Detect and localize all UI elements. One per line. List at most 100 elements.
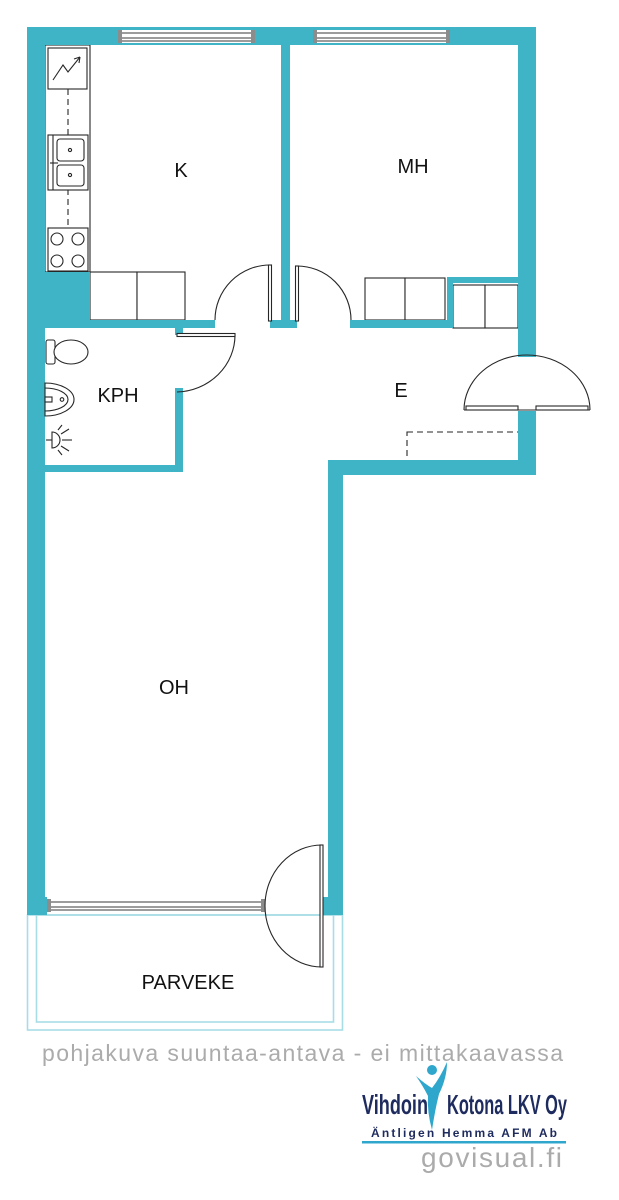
toilet-bowl: [53, 339, 89, 365]
window-bedroom-cap: [313, 30, 317, 43]
wall-right-upper: [518, 27, 536, 357]
wall-kitchen-bedroom: [281, 45, 290, 328]
sink-drain-upper: [67, 147, 73, 153]
door-bedroom-arc: [296, 265, 352, 321]
room-label-oh: OH: [159, 677, 189, 699]
stove-burner: [50, 254, 64, 268]
wall-bathroom-right: [175, 388, 183, 472]
electrical-panel-arrow: [73, 56, 81, 64]
door-kitchen-leaf: [267, 264, 273, 322]
stove-body: [47, 227, 89, 272]
shower-spray: [60, 428, 70, 435]
window-kitchen-cap: [118, 30, 122, 43]
door-swing-icon: [176, 332, 236, 393]
logo-underline: [362, 1141, 566, 1144]
door-entrance-arc: [463, 354, 591, 411]
stove-icon: [47, 227, 89, 272]
door-bathroom-arc: [176, 334, 236, 393]
electrical-panel-icon: [47, 47, 88, 90]
door-entrance-leaf: [465, 405, 519, 411]
wall-hall-bottom: [328, 460, 536, 475]
door-bedroom-leaf: [294, 265, 300, 322]
hall-wardrobes: [452, 284, 519, 329]
washbasin-icon: [44, 382, 75, 417]
window-living-cap: [47, 899, 51, 912]
shower-spray: [57, 424, 63, 431]
door-kitchen-arc: [214, 264, 271, 321]
shower-head: [51, 431, 61, 449]
sink-drain-lower: [67, 172, 73, 178]
hall-shelf-outline: [406, 431, 520, 463]
wardrobe-icon: [484, 284, 519, 329]
kitchen-lower-cabinets: [89, 271, 186, 321]
logo-figure-body: [416, 1062, 447, 1130]
door-bathroom-leaf: [176, 332, 236, 338]
sink-basin-lower: [56, 164, 85, 187]
wardrobe-icon: [364, 277, 406, 321]
door-swing-icon: [463, 354, 591, 411]
kitchen-sink-icon: [47, 134, 89, 191]
person-logo-icon: [416, 1062, 447, 1130]
logo-word-right: Kotona LKV Oy: [447, 1089, 567, 1120]
wall-door-jamb: [270, 320, 297, 328]
room-label-parveke: PARVEKE: [142, 972, 235, 994]
balcony-outline: [26, 914, 344, 1031]
wall-wardrobe-top: [447, 277, 518, 283]
company-logo: Vihdoin Kotona LKV Oy Äntligen Hemma AFM…: [362, 1062, 567, 1144]
door-entrance-leaf: [535, 405, 589, 411]
wall-right-lower: [518, 411, 536, 475]
sink-basin-upper: [56, 138, 85, 162]
door-swing-icon: [214, 264, 273, 322]
room-label-mh: MH: [397, 156, 428, 178]
logo-word-left: Vihdoin: [362, 1089, 428, 1120]
window-icon: [118, 30, 255, 43]
stove-burner: [71, 232, 85, 246]
electrical-panel-bolt: [52, 56, 81, 81]
disclaimer-caption: pohjakuva suuntaa-antava - ei mittakaava…: [42, 1040, 563, 1066]
logo-figure-head: [427, 1065, 437, 1075]
wall-kitchen-bottom: [45, 320, 215, 328]
logo-tagline: Äntligen Hemma AFM Ab: [371, 1125, 557, 1140]
window-bedroom-cap: [446, 30, 450, 43]
watermark-text: govisual.fi: [421, 1142, 562, 1173]
door-swing-icon: [264, 844, 324, 968]
shower-spray: [60, 445, 70, 452]
bedroom-wardrobes: [364, 277, 446, 321]
wall-shaft: [27, 272, 90, 328]
window-icon: [47, 899, 265, 912]
shower-spray: [57, 449, 63, 456]
wardrobe-icon: [404, 277, 446, 321]
washbasin-tap: [44, 396, 53, 403]
electrical-panel-box: [47, 47, 88, 90]
washbasin-bowl: [44, 387, 69, 412]
stove-burner: [71, 254, 85, 268]
wardrobe-icon: [452, 284, 486, 329]
wall-bedroom-bottom: [350, 320, 453, 328]
wall-left: [27, 27, 45, 915]
door-balcony-leaf: [319, 844, 324, 968]
wall-living-right: [328, 460, 343, 915]
washbasin-drain: [59, 397, 65, 402]
wall-bathroom-bottom: [45, 465, 183, 472]
wardrobe-icon: [136, 271, 186, 321]
shower-icon: [46, 424, 72, 456]
wall-bathroom-jamb: [175, 328, 183, 335]
stove-burner: [50, 232, 64, 246]
toilet-icon: [45, 339, 89, 365]
door-balcony-arc: [264, 844, 323, 968]
balcony-inner-line: [35, 914, 335, 1023]
wall-wardrobe-side: [447, 278, 453, 328]
walls: [27, 27, 536, 915]
wall-top: [27, 27, 536, 45]
wall-living-bottom-right: [322, 897, 343, 915]
door-swing-icon: [294, 265, 352, 322]
room-label-e: E: [394, 380, 407, 402]
washbasin-body: [44, 382, 75, 417]
room-label-k: K: [174, 160, 188, 182]
window-kitchen-cap: [251, 30, 255, 43]
window-living-cap: [261, 899, 265, 912]
room-label-kph: KPH: [97, 385, 138, 407]
wall-living-bottom-left: [27, 897, 47, 915]
wardrobe-icon: [89, 271, 138, 321]
